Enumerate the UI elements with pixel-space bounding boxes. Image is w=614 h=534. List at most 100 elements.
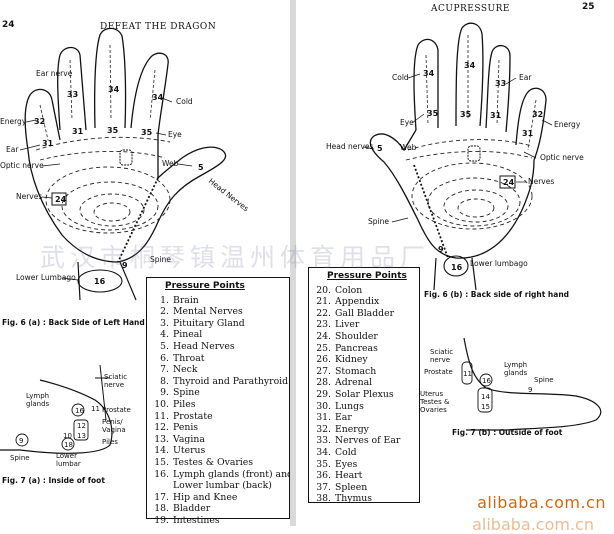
left-foot-label-penis-vagina: Penis/ Vagina bbox=[102, 418, 126, 434]
pressure-point-number: 38. bbox=[316, 493, 331, 505]
right-num-32: 32 bbox=[532, 110, 543, 119]
pressure-point-number: 24. bbox=[316, 330, 331, 342]
pressure-point-label: Head Nerves bbox=[173, 340, 235, 352]
left-num-5: 5 bbox=[198, 163, 204, 172]
pressure-point-number: 36. bbox=[316, 470, 331, 482]
right-num-35a: 35 bbox=[427, 109, 439, 118]
pressure-point-label: Testes & Ovaries bbox=[173, 456, 254, 468]
pressure-point-number: 12. bbox=[154, 422, 169, 434]
pressure-point-number: 35. bbox=[316, 458, 331, 470]
right-foot-caption: Fig. 7 (b) : Outside of foot bbox=[452, 428, 563, 437]
pressure-point-item: 9. Spine bbox=[153, 387, 285, 399]
pressure-point-item: 3.Pituitary Gland bbox=[153, 318, 285, 330]
pressure-point-label: Prostate bbox=[173, 410, 213, 422]
pressure-point-number: 33. bbox=[316, 435, 331, 447]
pressure-point-item: 8. Thyroid and Parathyroid bbox=[153, 375, 289, 388]
pressure-point-label: Bladder bbox=[173, 503, 211, 515]
right-num-31a: 31 bbox=[490, 111, 502, 120]
right-foot-num-9: 9 bbox=[528, 386, 532, 394]
left-page-number: 24 bbox=[2, 20, 15, 30]
pressure-point-number: 29. bbox=[316, 388, 331, 400]
pressure-point-label: Kidney bbox=[335, 354, 368, 366]
right-foot-num-15: 15 bbox=[481, 403, 490, 411]
pressure-point-number: 8. bbox=[160, 375, 169, 387]
pressure-point-number: 9. bbox=[160, 387, 169, 399]
pressure-point-item: 33.Nerves of Ear bbox=[315, 435, 415, 447]
pressure-point-number: 31. bbox=[316, 412, 331, 424]
page-gutter bbox=[290, 0, 296, 526]
right-foot-label-uterus-testes-ovaries: Uterus Testes & Ovaries bbox=[420, 390, 450, 414]
right-label-cold: Cold bbox=[392, 73, 409, 82]
pressure-point-number: 21. bbox=[316, 296, 331, 308]
pressure-point-label: Mental Nerves bbox=[173, 306, 243, 318]
pressure-point-number: 32. bbox=[316, 423, 331, 435]
pressure-point-item: 28.Adrenal bbox=[315, 377, 415, 389]
pressure-point-item: 38.Thymus bbox=[315, 493, 415, 505]
left-foot-num-12: 12 bbox=[77, 422, 86, 430]
pressure-point-label: Cold bbox=[335, 446, 357, 458]
pressure-point-label: Gall Bladder bbox=[335, 307, 395, 319]
right-label-head-nerves: Head nerves bbox=[326, 142, 373, 151]
pressure-point-item: 15. Testes & Ovaries bbox=[153, 457, 285, 469]
pressure-point-label: Thyroid and Parathyroid bbox=[173, 375, 289, 387]
pressure-point-item: 13.Vagina bbox=[153, 434, 285, 446]
pressure-point-item: 29. Solar Plexus bbox=[315, 389, 415, 401]
pressure-point-label: Lungs bbox=[335, 400, 364, 412]
pressure-point-label: Brain bbox=[173, 294, 199, 306]
chinese-watermark: 武汉市桐琴镇温州体育用品厂 bbox=[40, 243, 431, 272]
pressure-point-number: 18. bbox=[154, 503, 169, 515]
left-label-optic-nerve: Optic nerve bbox=[0, 161, 44, 170]
pressure-point-number: 16. bbox=[154, 468, 169, 480]
pressure-point-number: 34. bbox=[316, 446, 331, 458]
right-foot-label-prostate: Prostate bbox=[424, 368, 453, 376]
pressure-point-label: Pineal bbox=[173, 329, 203, 341]
pressure-point-label: Spine bbox=[173, 387, 200, 399]
right-running-head: ACUPRESSURE bbox=[431, 4, 510, 14]
pressure-point-label: Colon bbox=[335, 284, 363, 296]
right-foot-label-spine: Spine bbox=[534, 376, 554, 384]
right-num-34a: 34 bbox=[423, 69, 435, 78]
left-label-web: Web bbox=[162, 159, 179, 168]
right-num-35b: 35 bbox=[460, 110, 472, 119]
left-foot-label-sciatic-nerve: Sciatic nerve bbox=[104, 373, 128, 389]
left-num-33: 33 bbox=[67, 90, 78, 99]
pressure-point-number: 11. bbox=[154, 410, 169, 422]
left-label-cold: Cold bbox=[176, 97, 193, 106]
pressure-point-item: 34. Cold bbox=[315, 447, 415, 459]
left-foot-caption: Fig. 7 (a) : Inside of foot bbox=[2, 476, 105, 485]
left-hand-caption: Fig. 6 (a) : Back Side of Left Hand bbox=[2, 318, 145, 327]
right-foot-num-14: 14 bbox=[481, 393, 490, 401]
pressure-point-label: Piles bbox=[173, 398, 196, 410]
pressure-point-item: 20. Colon bbox=[315, 285, 415, 297]
left-foot-label-spine: Spine bbox=[10, 454, 30, 462]
pressure-point-number: 20. bbox=[316, 284, 331, 296]
pressure-point-number: 27. bbox=[316, 365, 331, 377]
right-label-energy: Energy bbox=[554, 120, 581, 129]
left-label-ear-nerve: Ear nerve bbox=[36, 69, 73, 78]
right-foot-num-16: 16 bbox=[482, 377, 491, 385]
pressure-point-label: Adrenal bbox=[335, 377, 373, 389]
pressure-point-label: Spleen bbox=[335, 481, 368, 493]
left-num-34b: 34 bbox=[152, 93, 164, 102]
left-num-35b: 35 bbox=[141, 128, 153, 137]
left-num-16: 16 bbox=[94, 277, 106, 286]
right-label-web: Web bbox=[400, 143, 417, 152]
pressure-point-item: 36.Heart bbox=[315, 470, 415, 482]
pressure-point-label: Solar Plexus bbox=[335, 388, 394, 400]
pressure-point-label: Neck bbox=[173, 364, 198, 376]
pressure-point-number: 23. bbox=[316, 319, 331, 331]
pressure-point-number: 15. bbox=[154, 456, 169, 468]
pressure-point-label: Liver bbox=[335, 319, 360, 331]
left-label-ear: Ear bbox=[6, 145, 19, 154]
pressure-point-label: Uterus bbox=[173, 445, 206, 457]
pressure-point-item: 37.Spleen bbox=[315, 482, 415, 494]
pressure-point-item: 17.Hip and Knee bbox=[153, 492, 285, 504]
left-foot-label-lymph-glands: Lymph glands bbox=[26, 392, 50, 408]
left-hand-figure: 33 34 34 32 31 35 35 31 24 5 9 16 Ear ne… bbox=[0, 27, 251, 454]
left-label-head-nerves: Head Nerves bbox=[207, 176, 251, 213]
right-foot-label-sciatic-nerve: Sciatic nerve bbox=[430, 348, 454, 364]
right-label-eye: Eye bbox=[400, 118, 414, 127]
pressure-point-item: 18. Bladder bbox=[153, 503, 285, 515]
